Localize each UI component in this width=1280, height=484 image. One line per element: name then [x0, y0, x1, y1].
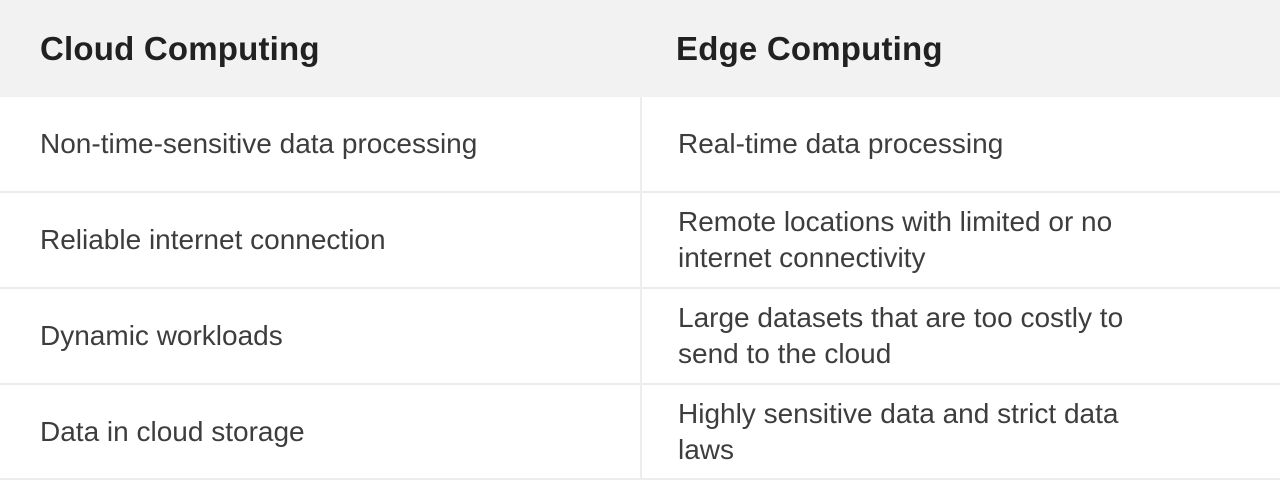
table-header-row: Cloud Computing Edge Computing — [0, 0, 1280, 97]
column-header-edge-computing: Edge Computing — [676, 29, 943, 67]
header-cell-cloud-computing: Cloud Computing — [0, 0, 640, 97]
table-cell-edge: Remote locations with limited or no inte… — [640, 193, 1280, 287]
cell-text-cloud: Non-time-sensitive data processing — [40, 128, 478, 159]
table-row: Data in cloud storage Highly sensitive d… — [0, 385, 1280, 480]
table-row: Non-time-sensitive data processing Real-… — [0, 97, 1280, 193]
table-cell-edge: Large datasets that are too costly to se… — [640, 289, 1280, 383]
column-header-cloud-computing: Cloud Computing — [40, 29, 320, 67]
table-cell-cloud: Non-time-sensitive data processing — [0, 97, 640, 191]
cell-text-cloud: Dynamic workloads — [40, 320, 283, 351]
table-cell-cloud: Dynamic workloads — [0, 289, 640, 383]
table-cell-cloud: Reliable internet connection — [0, 193, 640, 287]
cell-text-edge: Large datasets that are too costly to se… — [678, 302, 1124, 369]
header-cell-edge-computing: Edge Computing — [640, 0, 1280, 97]
table-cell-edge: Highly sensitive data and strict data la… — [640, 385, 1280, 478]
cell-text-edge: Real-time data processing — [678, 128, 1004, 159]
cell-text-cloud: Reliable internet connection — [40, 224, 386, 255]
table-cell-edge: Real-time data processing — [640, 97, 1280, 191]
table-row: Reliable internet connection Remote loca… — [0, 193, 1280, 289]
table-row: Dynamic workloads Large datasets that ar… — [0, 289, 1280, 385]
cell-text-edge: Remote locations with limited or no inte… — [678, 206, 1113, 273]
table-cell-cloud: Data in cloud storage — [0, 385, 640, 478]
cell-text-edge: Highly sensitive data and strict data la… — [678, 397, 1119, 465]
cell-text-cloud: Data in cloud storage — [40, 415, 305, 447]
